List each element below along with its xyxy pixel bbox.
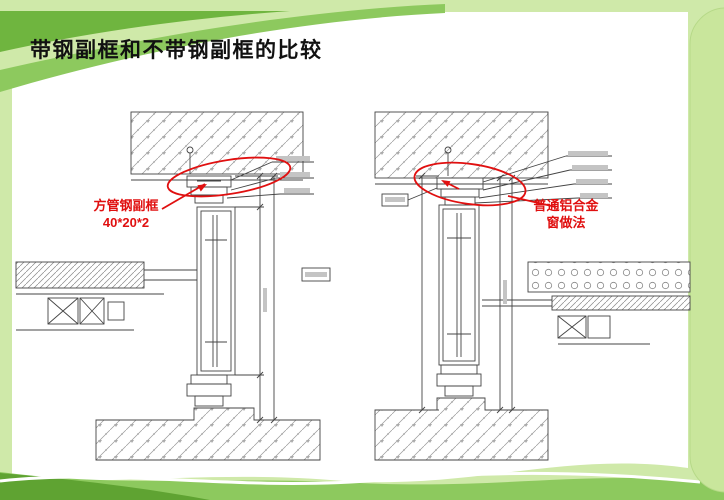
left-window-frame	[196, 206, 236, 376]
right-cad-linework	[374, 111, 691, 461]
left-cad-linework	[15, 111, 331, 461]
annotation-right-line2: 窗做法	[546, 215, 586, 230]
annotation-right-line1: 普通铝合金	[533, 198, 599, 213]
slide-title: 带钢副框和不带钢副框的比较	[30, 39, 323, 62]
left-lintel-section	[130, 111, 304, 181]
bg-right-capsule	[689, 7, 724, 493]
annotation-left-line1: 方管钢副框	[93, 198, 159, 213]
bg-bottom-wave	[0, 472, 724, 500]
annotation-left: 方管钢副框 40*20*2	[82, 197, 170, 231]
left-sill-section	[95, 407, 321, 461]
left-dimension-lines	[235, 172, 278, 424]
right-callout-text-placeholders	[385, 151, 608, 304]
bg-bottom-white-wave	[0, 471, 701, 485]
left-plan-detail	[15, 261, 197, 331]
right-plan-detail	[482, 261, 691, 345]
left-label-box	[301, 267, 331, 282]
annotation-right: 普通铝合金 窗做法	[520, 197, 612, 231]
left-section-drawing	[15, 111, 331, 461]
right-head-frame	[436, 177, 484, 206]
left-callout-text-placeholders	[263, 156, 327, 312]
annotation-left-line2: 40*20*2	[102, 215, 150, 230]
bg-bottom-corner-wave	[0, 473, 210, 500]
right-sill-section	[374, 397, 549, 461]
right-lintel-section	[374, 111, 549, 185]
bg-top-wave	[0, 4, 445, 92]
right-section-drawing	[374, 111, 691, 461]
right-window-frame	[438, 204, 480, 366]
bg-top-corner-wave	[0, 11, 290, 52]
right-sill-frame	[436, 364, 482, 397]
left-sill-frame	[186, 374, 232, 407]
